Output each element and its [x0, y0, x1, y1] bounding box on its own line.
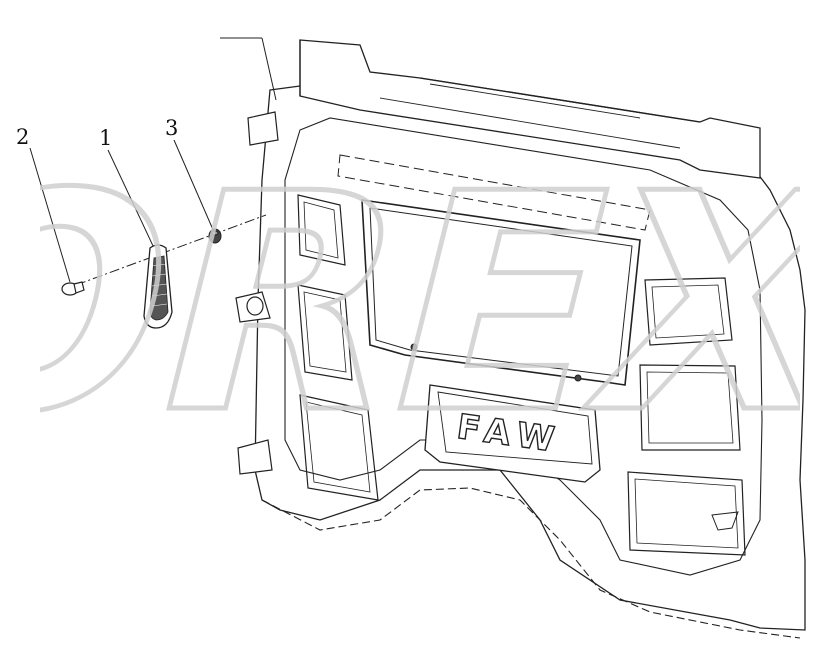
part-2-screw — [61, 281, 85, 296]
cab-rear-panel — [254, 39, 806, 639]
part-1-grab-handle — [143, 244, 173, 329]
callout-2: 2 — [16, 125, 30, 149]
part-3-nut — [208, 228, 222, 244]
assembly-axis-line — [75, 214, 267, 286]
leader-lines — [29, 37, 277, 283]
left-recesses — [297, 194, 379, 501]
left-brackets — [235, 111, 279, 475]
emblem-plate — [424, 384, 601, 483]
callout-1: 1 — [99, 126, 113, 150]
callout-3: 3 — [165, 116, 179, 140]
right-recesses — [627, 277, 746, 556]
rear-window — [337, 154, 651, 386]
